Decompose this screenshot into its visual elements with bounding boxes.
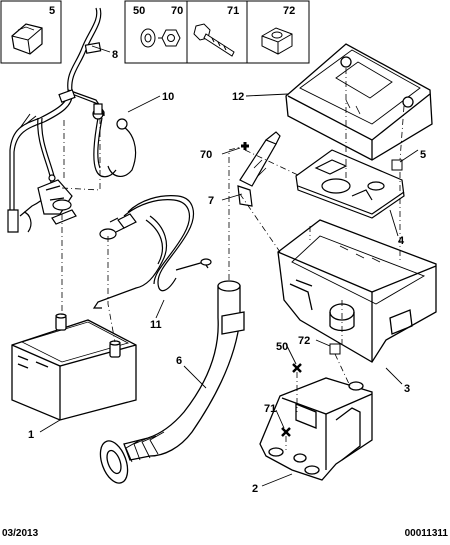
- callout-72: 72: [298, 335, 310, 347]
- leader-lines: [39, 45, 419, 487]
- bracket-4: [295, 149, 405, 219]
- callout-11: 11: [150, 319, 162, 331]
- battery-terminal-clamp: [37, 174, 77, 225]
- callout-50: 50: [276, 341, 288, 353]
- footer-reference: 00011311: [404, 528, 448, 539]
- battery-cover-12: [285, 43, 433, 161]
- header-box-50-70: 50 70: [124, 0, 188, 64]
- svg-text:70: 70: [171, 5, 183, 17]
- callout-5: 5: [420, 149, 426, 161]
- header-box-71: 71: [186, 0, 248, 64]
- svg-text:5: 5: [49, 5, 55, 17]
- air-duct-6: [99, 280, 245, 484]
- callout-2: 2: [252, 483, 258, 495]
- svg-text:72: 72: [283, 5, 295, 17]
- callout-70: 70: [200, 149, 212, 161]
- svg-text:50: 50: [133, 5, 145, 17]
- square-marker-72: [329, 343, 341, 355]
- callout-10: 10: [162, 91, 174, 103]
- callout-4: 4: [398, 235, 405, 247]
- callout-6: 6: [176, 355, 182, 367]
- base-bracket-2: [259, 377, 373, 481]
- callout-12: 12: [232, 91, 244, 103]
- callout-3: 3: [404, 383, 410, 395]
- header-box-5: 5: [0, 0, 62, 64]
- battery: [11, 313, 137, 421]
- svg-text:71: 71: [227, 5, 239, 17]
- callout-8: 8: [112, 49, 118, 61]
- cross-marker-71: [281, 427, 291, 437]
- footer-date: 03/2013: [2, 528, 39, 539]
- cable-11: [92, 195, 212, 309]
- battery-tray-3: [277, 219, 437, 363]
- bracket-7: [237, 131, 281, 207]
- callout-1: 1: [28, 429, 34, 441]
- callout-71: 71: [264, 403, 276, 415]
- earth-strap-10: [92, 103, 137, 178]
- cross-marker-50: [292, 363, 302, 373]
- header-box-72: 72: [246, 0, 310, 64]
- square-marker-5: [391, 159, 403, 171]
- callout-7: 7: [208, 195, 214, 207]
- assembly-lines: [61, 68, 405, 450]
